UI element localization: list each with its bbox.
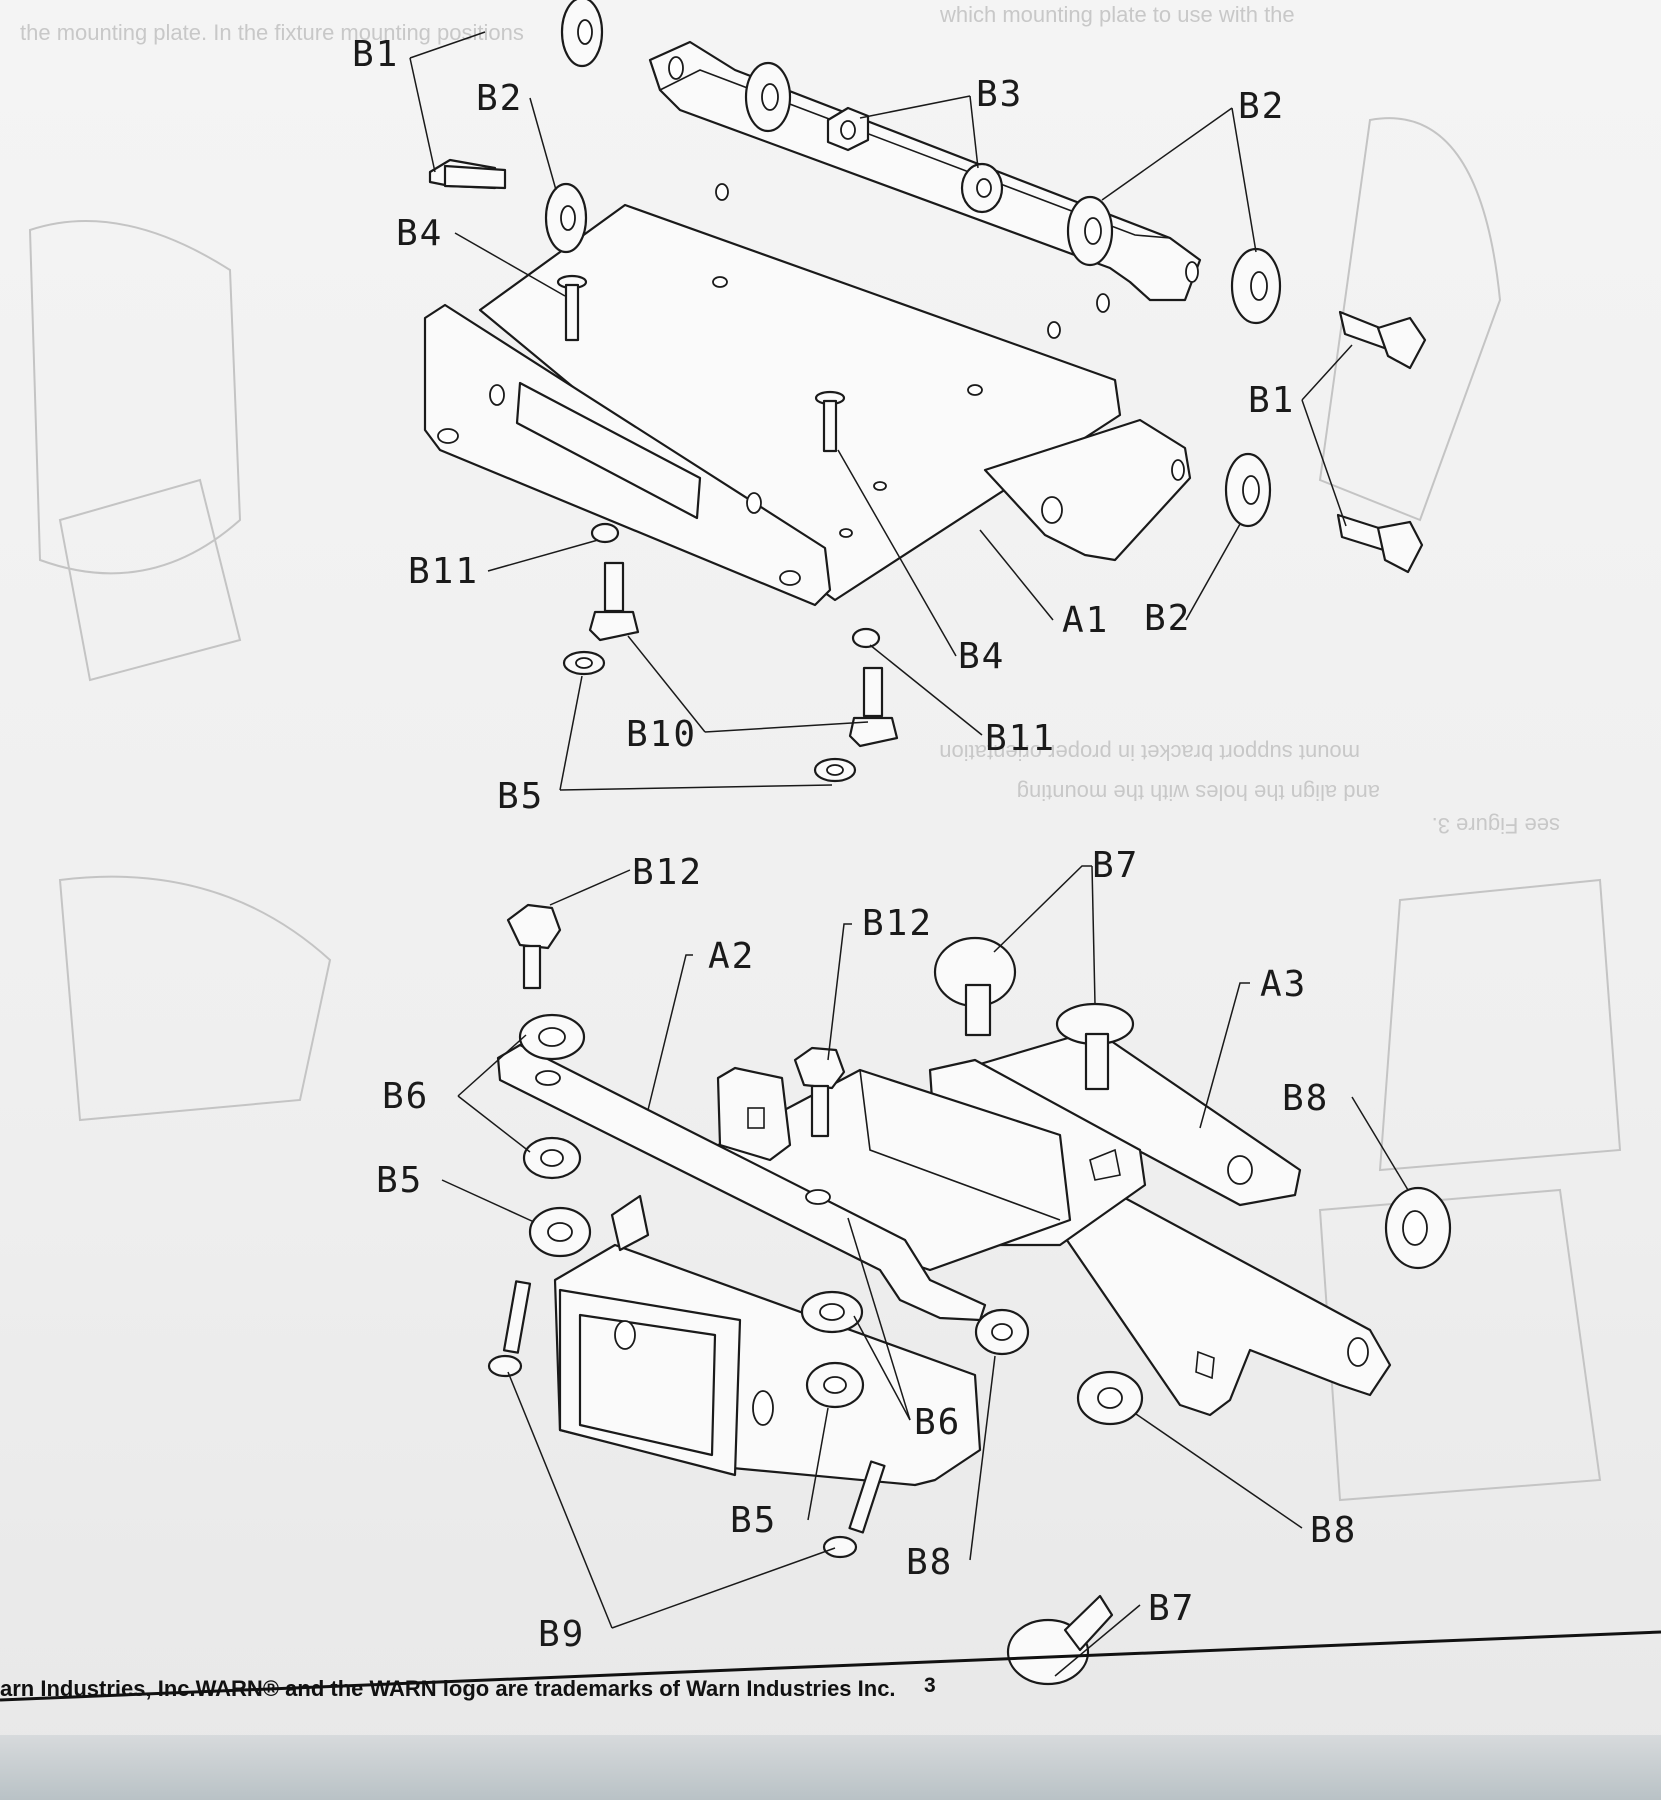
svg-text:which mounting plate to use wi: which mounting plate to use with the xyxy=(939,2,1295,27)
callout-b2-left: B2 xyxy=(476,78,523,119)
callout-b12-center: B12 xyxy=(862,903,933,944)
hardware-bottom xyxy=(487,903,1452,1686)
page-rule xyxy=(0,1630,1661,1702)
bleed-through-ghost: mount support bracket in proper orientat… xyxy=(20,2,1622,1502)
callout-b8-far: B8 xyxy=(1310,1510,1357,1551)
page-number: 3 xyxy=(924,1674,936,1697)
callout-b5-upper: B5 xyxy=(497,776,544,817)
svg-text:see Figure 3.: see Figure 3. xyxy=(1432,813,1560,838)
trademark-footer: arn Industries, Inc.WARN® and the WARN l… xyxy=(0,1676,896,1701)
callout-b2-lower: B2 xyxy=(1144,598,1191,639)
svg-text:and align the holes with the m: and align the holes with the mounting xyxy=(1017,780,1380,805)
receiver-assembly-a2-a3 xyxy=(496,1028,1392,1487)
hardware-top xyxy=(428,0,1427,783)
callout-b5-lower: B5 xyxy=(730,1500,777,1541)
winch-mount-plate-a1 xyxy=(423,40,1202,607)
callout-b10: B10 xyxy=(626,714,697,755)
callout-a3: A3 xyxy=(1260,964,1307,1005)
callout-b8-right: B8 xyxy=(1282,1078,1329,1119)
callout-labels: B1 B2 B3 B2 B4 B1 B11 A1 B2 B4 B10 B11 B… xyxy=(352,34,1357,1655)
callout-b1-right: B1 xyxy=(1248,380,1295,421)
callout-b9: B9 xyxy=(538,1614,585,1655)
callout-b3: B3 xyxy=(976,74,1023,115)
callout-b11-left: B11 xyxy=(408,551,479,592)
callout-a2: A2 xyxy=(708,936,755,977)
svg-text:the mounting plate. In the fix: the mounting plate. In the fixture mount… xyxy=(20,20,524,45)
callout-b5-left: B5 xyxy=(376,1160,423,1201)
callout-b11-right: B11 xyxy=(985,718,1056,759)
callout-b1-top: B1 xyxy=(352,34,399,75)
callout-b4-right: B4 xyxy=(958,636,1005,677)
callout-b7-top: B7 xyxy=(1092,845,1139,886)
background-surface xyxy=(0,1735,1661,1800)
leader-lines xyxy=(409,31,1409,1677)
callout-a1: A1 xyxy=(1062,600,1109,641)
callout-b6-left: B6 xyxy=(382,1076,429,1117)
svg-text:mount support bracket in prope: mount support bracket in proper orientat… xyxy=(939,740,1360,765)
callout-b6-lower: B6 xyxy=(914,1402,961,1443)
callout-b7-bottom: B7 xyxy=(1148,1588,1195,1629)
callout-b2-right: B2 xyxy=(1238,86,1285,127)
callout-b12-left: B12 xyxy=(632,852,703,893)
callout-b4-left: B4 xyxy=(396,213,443,254)
callout-b8-lower: B8 xyxy=(906,1542,953,1583)
